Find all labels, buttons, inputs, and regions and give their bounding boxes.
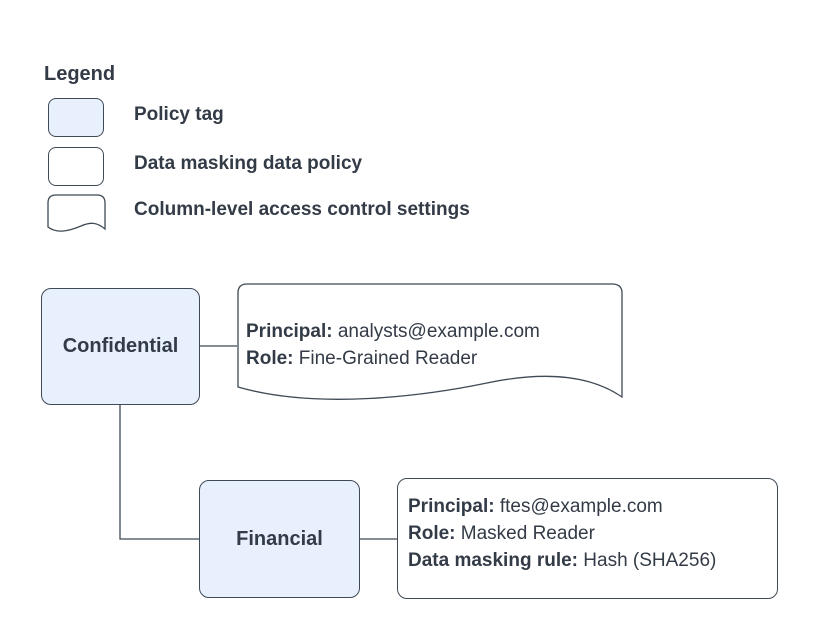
data-masking-policy-card: [397, 478, 778, 599]
confidential-node-label: Confidential: [62, 335, 179, 357]
masking-rule-value: Hash (SHA256): [578, 550, 717, 571]
access-control-settings-text: Principal: analysts@example.com Role: Fi…: [246, 318, 540, 372]
policy-tag-swatch: [48, 98, 104, 137]
role-label: Role:: [408, 523, 456, 544]
masking-rule-label: Data masking rule:: [408, 550, 578, 571]
financial-policy-tag-node: Financial: [199, 480, 360, 598]
legend-item-policy-tag: Policy tag: [134, 104, 224, 125]
masking-rule-line: Data masking rule: Hash (SHA256): [408, 547, 716, 574]
data-masking-policy-text: Principal: ftes@example.com Role: Masked…: [408, 493, 716, 574]
confidential-policy-tag-node: Confidential: [41, 288, 200, 405]
principal-value: ftes@example.com: [494, 496, 663, 517]
legend-item-data-masking-policy: Data masking data policy: [134, 153, 363, 174]
role-value: Masked Reader: [455, 523, 595, 544]
principal-line: Principal: ftes@example.com: [408, 493, 716, 520]
principal-value: analysts@example.com: [332, 321, 540, 342]
role-line: Role: Fine-Grained Reader: [246, 345, 540, 372]
principal-label: Principal:: [408, 496, 495, 517]
role-label: Role:: [246, 348, 294, 369]
access-control-settings-document: [237, 283, 623, 400]
principal-line: Principal: analysts@example.com: [246, 318, 540, 345]
role-value: Fine-Grained Reader: [293, 348, 478, 369]
role-line: Role: Masked Reader: [408, 520, 716, 547]
financial-node-label: Financial: [236, 527, 323, 550]
principal-label: Principal:: [246, 321, 333, 342]
legend-title: Legend: [44, 63, 116, 85]
column-access-document-swatch: [47, 194, 106, 232]
data-masking-policy-swatch: [48, 147, 104, 186]
legend-item-column-access: Column-level access control settings: [134, 199, 470, 220]
